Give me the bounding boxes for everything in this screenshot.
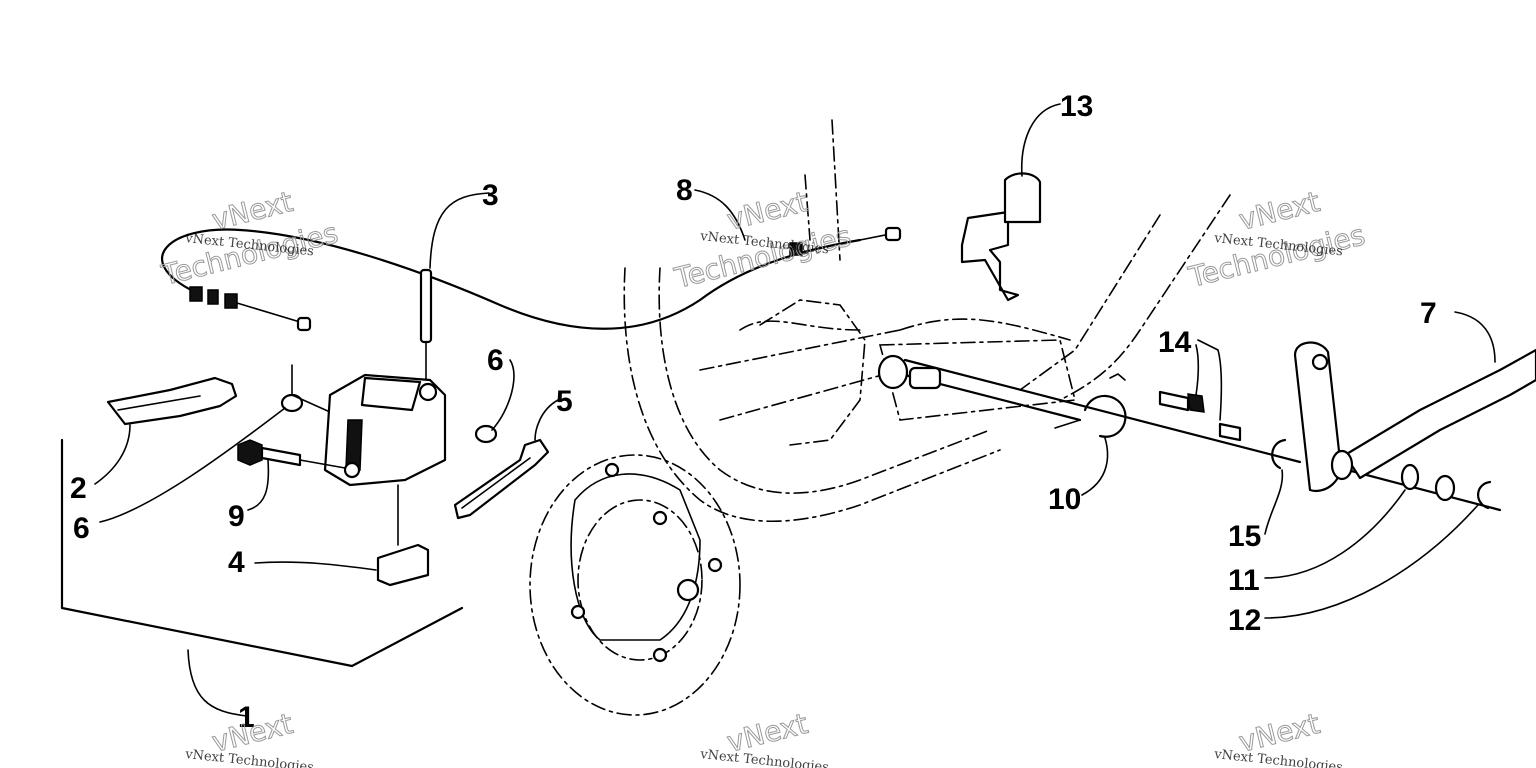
callout-9: 9	[228, 500, 245, 533]
callout-2: 2	[70, 472, 87, 505]
leader-lines	[94, 103, 1496, 717]
part-4-pad-block	[376, 543, 430, 587]
callout-15: 15	[1228, 520, 1261, 553]
watermark-bottom-right: vNext vNext Technologies	[1213, 706, 1344, 768]
callout-1: 1	[238, 701, 255, 734]
part-9-bolt	[237, 439, 346, 469]
part-14-bolt	[1109, 373, 1242, 442]
part-3-pin	[419, 268, 433, 344]
part-1-plate-outline	[60, 438, 464, 668]
watermark-top-right: vNext Technologies vNext Technologies	[1184, 184, 1368, 294]
callout-6-right: 6	[487, 344, 504, 377]
brake-cable	[161, 226, 902, 332]
watermark-line1: vNext	[724, 185, 811, 237]
part-7-arm	[1293, 341, 1536, 493]
part-6-washer-right	[474, 424, 498, 444]
caliper-body	[323, 373, 447, 487]
part-10-spring-clip	[1054, 394, 1127, 438]
callout-6-left: 6	[73, 512, 90, 545]
callout-3: 3	[482, 179, 499, 212]
callout-11: 11	[1228, 564, 1260, 597]
part-15-snap-ring	[1271, 438, 1287, 470]
chassis-outline	[623, 119, 1231, 523]
callout-5: 5	[556, 385, 573, 418]
part-11-washer-a	[1400, 463, 1420, 491]
watermark-line1: vNext	[1236, 185, 1323, 237]
brake-disc	[529, 454, 741, 716]
part-11-washer-b	[1434, 474, 1456, 502]
watermark-top-center: vNext Technologies vNext Technologies	[670, 184, 854, 295]
callout-7: 7	[1420, 297, 1437, 330]
part-12-ring	[1477, 480, 1492, 510]
callout-14: 14	[1158, 326, 1192, 359]
callout-12: 12	[1228, 604, 1261, 637]
watermark-bottom-left: vNext vNext Technologies	[184, 706, 315, 768]
watermark-bottom-center: vNext vNext Technologies	[699, 706, 830, 768]
watermark-top-left: vNext Technologies vNext Technologies	[157, 184, 341, 292]
part-13-bracket	[960, 172, 1042, 302]
part-5-pad-plate	[453, 438, 550, 520]
callout-labels: 1 2 3 4 5 6 6 7 8 9 10 11 12 13 14 15	[70, 90, 1437, 734]
callout-4: 4	[228, 546, 245, 579]
callout-8: 8	[676, 174, 693, 207]
callout-10: 10	[1048, 483, 1081, 516]
callout-13: 13	[1060, 90, 1093, 123]
